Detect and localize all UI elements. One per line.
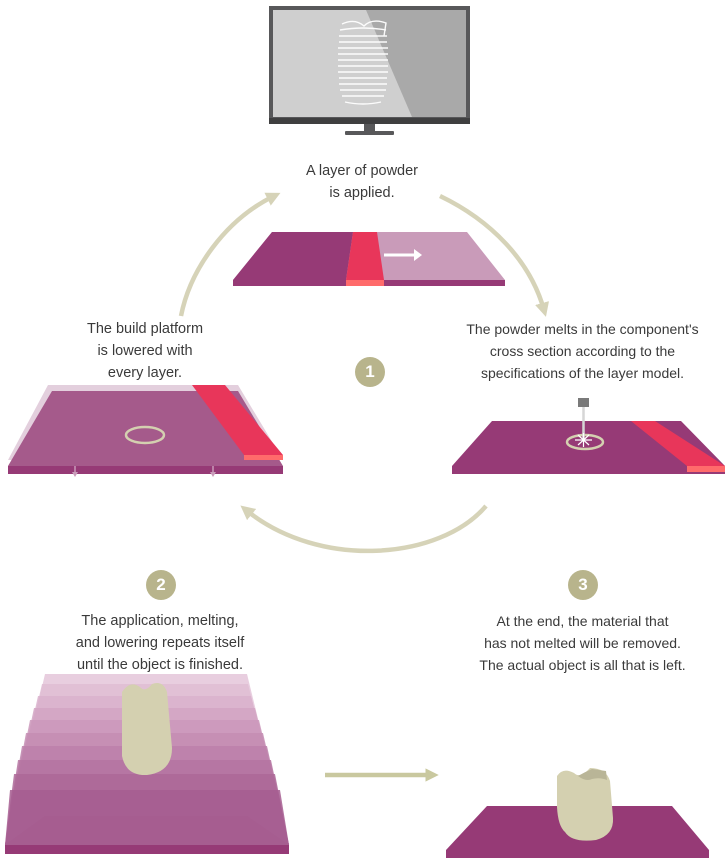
step-badge-1: 1 bbox=[355, 357, 385, 387]
cross-section-ring bbox=[124, 425, 166, 445]
platform-applying-powder bbox=[233, 232, 505, 286]
recoater-blade bbox=[192, 385, 283, 460]
platform-melting bbox=[452, 398, 725, 474]
stacked-layers bbox=[5, 674, 289, 854]
step-apply-powder-label: A layer of powder is applied. bbox=[305, 163, 419, 201]
step-badge-2: 2 bbox=[146, 570, 176, 600]
step-platform-lowered-label: The build platform is lowered with every… bbox=[86, 321, 204, 381]
object-shape bbox=[122, 683, 172, 776]
step-badge-3: 3 bbox=[568, 570, 598, 600]
platform-lowered bbox=[8, 385, 283, 477]
direction-arrow bbox=[384, 249, 422, 261]
layered-object-icon bbox=[338, 20, 388, 105]
monitor-icon bbox=[269, 6, 470, 135]
cycle-arrow-right bbox=[439, 193, 549, 317]
finished-object bbox=[446, 768, 709, 858]
step-repeat-label: The application, melting, and lowering r… bbox=[75, 613, 245, 673]
recoater-blade bbox=[631, 421, 725, 472]
recoater-blade bbox=[346, 232, 384, 286]
cycle-arrow-bottom bbox=[240, 504, 488, 554]
laser-icon bbox=[575, 398, 592, 447]
step-removal-label: At the end, the material that has not me… bbox=[479, 613, 686, 673]
cycle-arrow-left bbox=[178, 192, 281, 317]
object-shape bbox=[557, 768, 614, 841]
step-powder-melts-label: The powder melts in the component's cros… bbox=[466, 321, 699, 381]
cross-section-ring bbox=[565, 433, 605, 451]
